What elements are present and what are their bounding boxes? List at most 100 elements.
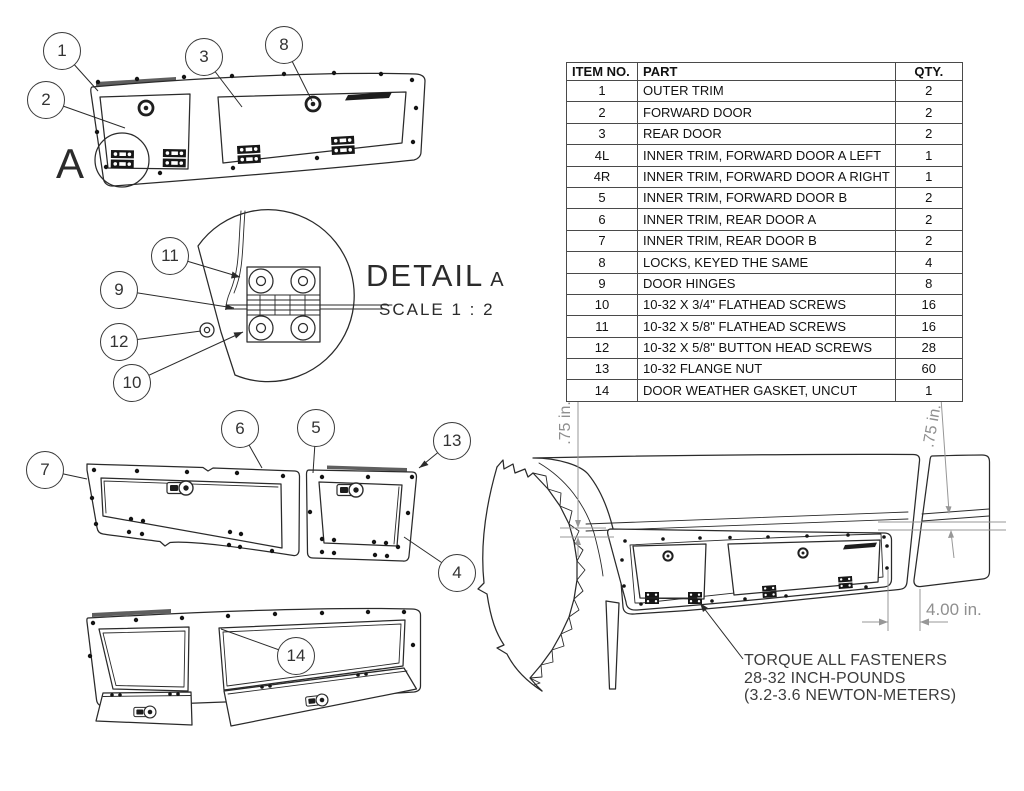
item-no-cell: 7 xyxy=(566,229,638,253)
torque-note-line: (3.2-3.6 NEWTON-METERS) xyxy=(744,687,957,704)
item-no-cell: 10 xyxy=(566,293,638,317)
part-cell: 10-32 FLANGE NUT xyxy=(637,358,896,381)
part-cell: FORWARD DOOR xyxy=(637,101,896,124)
item-no-cell: 11 xyxy=(566,315,638,338)
fwd-trim-bend-line xyxy=(393,486,400,545)
part-cell: INNER TRIM, REAR DOOR A xyxy=(637,208,896,231)
qty-cell: 2 xyxy=(894,229,963,253)
tire-tread xyxy=(477,459,586,692)
detail-title-text: DETAIL xyxy=(366,258,485,293)
latch-icon xyxy=(166,480,194,496)
part-cell: 10-32 X 5/8" FLATHEAD SCREWS xyxy=(637,315,896,338)
view-detail-a xyxy=(197,209,393,383)
qty-cell: 1 xyxy=(894,379,963,402)
qty-cell: 60 xyxy=(894,358,963,381)
callout-7: 7 xyxy=(26,451,64,489)
screw-holes xyxy=(89,467,415,559)
door-lock-icon xyxy=(304,95,322,113)
trim-edge-strip xyxy=(92,609,171,617)
latch-icon xyxy=(336,482,364,498)
header-item-no: ITEM NO. xyxy=(566,62,638,81)
item-no-cell: 8 xyxy=(566,251,638,274)
header-qty: QTY. xyxy=(894,62,963,81)
callout-12: 12 xyxy=(100,323,138,361)
panel-surface-lines xyxy=(225,304,393,310)
part-cell: REAR DOOR xyxy=(637,122,896,146)
qty-cell: 2 xyxy=(894,79,963,103)
rocker-sliver xyxy=(605,600,620,690)
hinge-knuckle-lines xyxy=(246,294,321,316)
part-cell: OUTER TRIM xyxy=(637,79,896,103)
opening-inner-line xyxy=(102,630,186,688)
rear-panel-seam-lines xyxy=(921,508,990,522)
door-lock-icon xyxy=(137,99,155,117)
section-label-a: A xyxy=(56,140,86,187)
part-cell: INNER TRIM, REAR DOOR B xyxy=(637,229,896,253)
callout-11: 11 xyxy=(151,237,189,275)
torque-note: TORQUE ALL FASTENERS 28-32 INCH-POUNDS (… xyxy=(744,652,956,705)
item-no-cell: 9 xyxy=(566,272,638,295)
flange-nut xyxy=(199,322,215,338)
table-header-row: ITEM NO. PART QTY. xyxy=(566,62,963,81)
callout-3: 3 xyxy=(185,38,223,76)
detail-view-ref: A xyxy=(490,269,504,291)
screw-holes xyxy=(87,609,416,697)
panel-edge-lines xyxy=(225,210,246,310)
part-cell: INNER TRIM, FORWARD DOOR A LEFT xyxy=(637,144,896,167)
part-cell: INNER TRIM, FORWARD DOOR B xyxy=(637,186,896,210)
qty-cell: 16 xyxy=(894,315,963,338)
brand-logo-mark xyxy=(345,92,392,101)
view-installed xyxy=(477,397,1006,692)
door-lock-icon xyxy=(797,547,809,559)
callout-8: 8 xyxy=(265,26,303,64)
fender-lip-line xyxy=(538,462,604,577)
dimension-bottom-gap: 4.00 in. xyxy=(926,600,982,619)
part-cell: INNER TRIM, FORWARD DOOR A RIGHT xyxy=(637,165,896,188)
torque-note-line: 28-32 INCH-POUNDS xyxy=(744,669,906,687)
latch-icon xyxy=(133,705,157,719)
view-open-doors xyxy=(86,607,422,727)
callout-9: 9 xyxy=(100,271,138,309)
callout-2: 2 xyxy=(27,81,65,119)
qty-cell: 16 xyxy=(894,293,963,317)
detail-scale-note: SCALE 1 : 2 xyxy=(379,300,495,319)
item-no-cell: 12 xyxy=(566,336,638,360)
qty-cell: 1 xyxy=(894,165,963,188)
qty-cell: 2 xyxy=(894,122,963,146)
part-cell: 10-32 X 5/8" BUTTON HEAD SCREWS xyxy=(637,336,896,360)
dimension-lines xyxy=(560,397,1006,631)
qty-cell: 2 xyxy=(894,208,963,231)
callout-4: 4 xyxy=(438,554,476,592)
callout-13: 13 xyxy=(433,422,471,460)
qty-cell: 8 xyxy=(894,272,963,295)
part-cell: 10-32 X 3/4" FLATHEAD SCREWS xyxy=(637,293,896,317)
callout-1: 1 xyxy=(43,32,81,70)
item-no-cell: 5 xyxy=(566,186,638,210)
brand-logo-mark xyxy=(843,542,877,550)
view-outer-trim-front xyxy=(90,70,426,188)
header-part: PART xyxy=(637,62,896,81)
qty-cell: 1 xyxy=(894,144,963,167)
door-lock-icon xyxy=(662,550,674,562)
view-inner-trims xyxy=(86,463,418,562)
item-no-cell: 13 xyxy=(566,358,638,381)
door-fold-line xyxy=(102,695,192,697)
opening-inner-line xyxy=(222,623,402,687)
rear-body-panel xyxy=(913,454,991,588)
